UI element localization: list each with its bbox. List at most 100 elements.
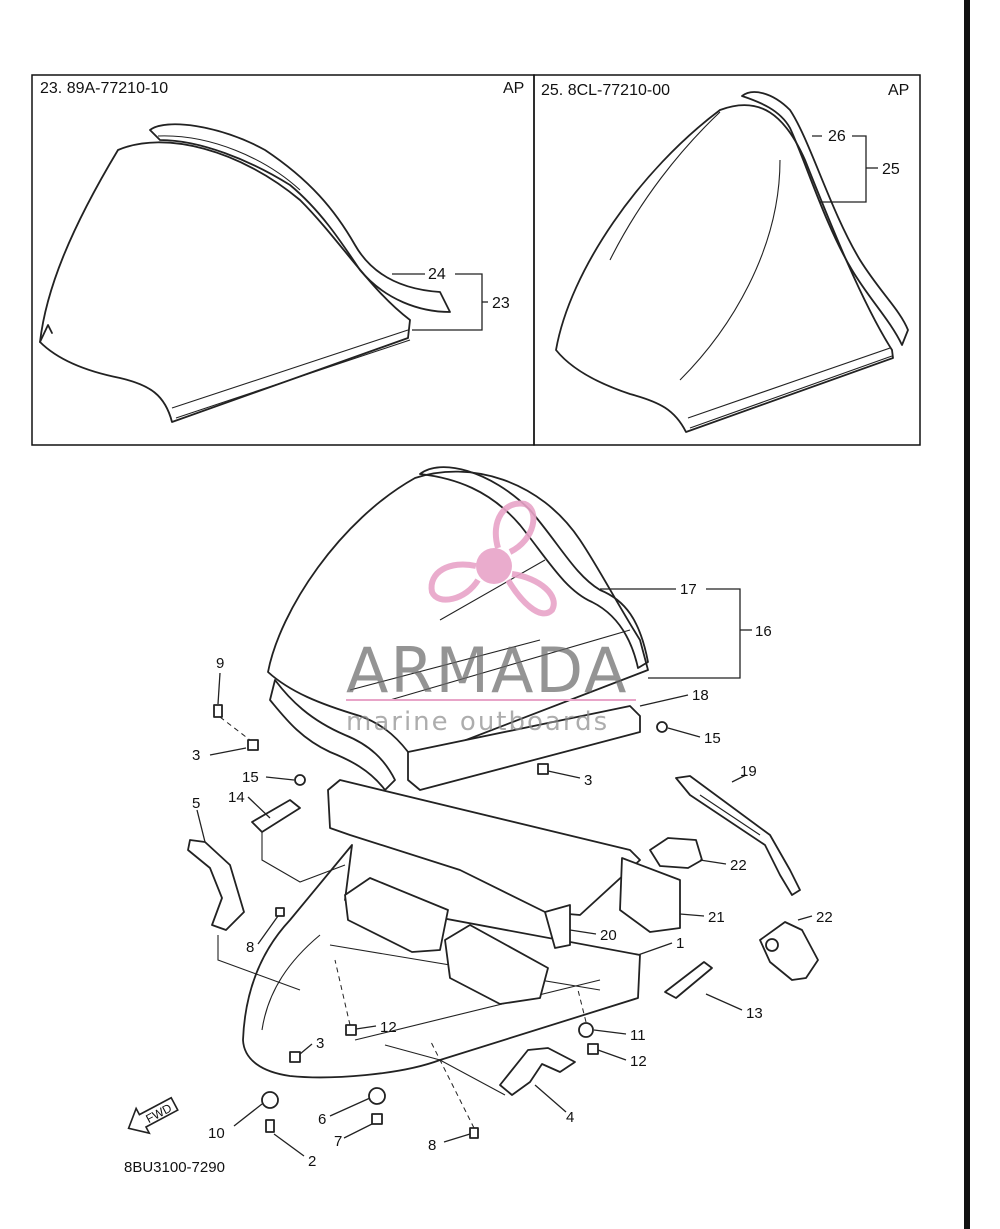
windshield-16-shape [267,470,649,761]
bracket-5 [187,839,245,931]
assembly-line-5 [217,935,301,991]
diagram-code: 8BU3100-7290 [124,1159,225,1176]
inset-left: 23. 89A-77210-10 AP 24 23 [31,74,535,446]
callout-17: 17 [680,581,697,598]
callout-3-lower: 3 [316,1035,324,1052]
callout-12-right: 12 [630,1053,647,1070]
windshield-16-highlight [349,559,631,701]
stay-19 [675,775,801,896]
leader-20 [569,929,597,935]
leader-15-right [667,727,701,738]
nut-12-left [345,1024,357,1036]
leader-10 [233,1103,263,1127]
meter-housing-a [344,877,449,953]
screw-9 [213,704,223,718]
windshield-25-base-rail [687,347,893,429]
callout-24: 24 [428,266,446,283]
inset-left-region: AP [503,80,524,97]
screw-8-lower [469,1127,479,1139]
callout-8-upper: 8 [246,939,254,956]
rail-18 [407,705,641,791]
callout-26: 26 [828,128,846,145]
assembly-line-11 [577,989,587,1023]
nut-3-right [537,763,549,775]
callout-20: 20 [600,927,617,944]
leader-9 [217,672,221,705]
grommet-10 [261,1091,279,1109]
bracket-22-lower [759,921,819,981]
assembly-line-8 [429,1039,475,1129]
callout-3-right: 3 [584,772,592,789]
windshield-23-shape [39,141,411,423]
bracket-4 [499,1047,576,1096]
leader-19 [731,774,747,783]
callout-6: 6 [318,1111,326,1128]
nut-7 [371,1113,383,1125]
leader-3-lower [299,1043,313,1055]
leader-14 [247,796,271,819]
leader-26 [812,135,867,203]
leader-22-lower [797,915,813,921]
page-right-border [964,0,970,1229]
bracket-22-lower-hole [765,938,779,952]
watermark-propeller-logo [428,500,557,617]
callout-15-right: 15 [704,730,721,747]
inset-right-region: AP [888,82,909,99]
callout-1: 1 [676,935,684,952]
screw-15-left [294,774,306,786]
fwd-arrow: FWD [127,1096,179,1135]
bracket-14 [251,799,301,833]
leader-13 [705,993,743,1011]
grommet-6 [368,1087,386,1105]
inset-left-title: 23. 89A-77210-10 [40,80,168,97]
cowl-1-shape [242,844,641,1079]
stay-19-plate [699,794,761,836]
leader-5 [196,809,206,843]
bracket-22-upper [649,837,703,869]
callout-8-lower: 8 [428,1137,436,1154]
propeller-blade-top-icon [492,500,537,555]
windshield-23-lip [39,324,53,343]
callout-22-lower: 22 [816,909,833,926]
callout-9: 9 [216,655,224,672]
propeller-blade-right-icon [505,571,557,617]
callout-16: 16 [755,623,772,640]
assembly-line-4 [384,1044,506,1096]
leader-15-left [265,776,295,781]
leader-4 [534,1084,567,1113]
windshield-23-trim-inner [157,135,301,191]
panel-20-fin [544,904,571,949]
callout-22-upper: 22 [730,857,747,874]
callout-5: 5 [192,795,200,812]
leader-21 [679,913,705,917]
windshield-25-inner-line [609,111,781,381]
callout-10: 10 [208,1125,225,1142]
grommet-11 [578,1022,594,1038]
callout-21: 21 [708,909,725,926]
nut-3-lower [289,1051,301,1063]
callout-4: 4 [566,1109,574,1126]
callout-23: 23 [492,295,510,312]
callout-13: 13 [746,1005,763,1022]
nut-12-right [587,1043,599,1055]
leader-2 [273,1133,305,1157]
leader-12-left [355,1025,377,1030]
meter-housing-b [444,924,549,1005]
callout-19: 19 [740,763,757,780]
callout-3-left: 3 [192,747,200,764]
leader-8-lower [443,1133,471,1143]
callout-14: 14 [228,789,245,806]
leader-18 [639,694,689,707]
main-assembly: 17 16 18 15 3 19 22 22 21 20 1 13 11 12 … [124,466,833,1176]
screw-15-right [656,721,668,733]
callout-25: 25 [882,161,900,178]
leader-11 [593,1029,627,1035]
inset-right-frame [533,74,921,446]
assembly-line-14 [261,832,346,883]
callout-18: 18 [692,687,709,704]
screw-8-upper [275,907,285,917]
nut-3-left [247,739,259,751]
callout-2: 2 [308,1153,316,1170]
windshield-23-trim-24 [149,123,451,313]
